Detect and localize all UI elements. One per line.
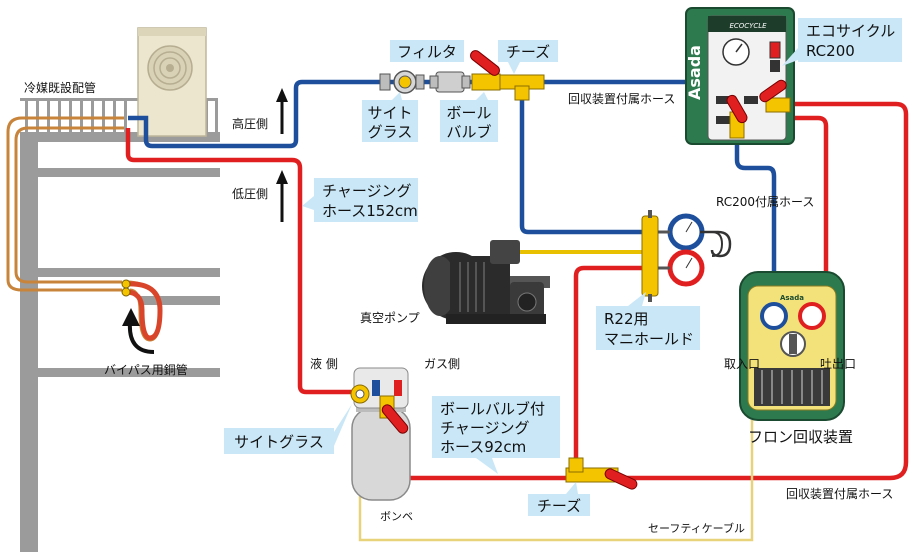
callout-manifold: R22用 マニホールド [596,292,700,350]
callout-ball-valve-text-2: バルブ [446,123,491,141]
recovery-unit-brand-text: Asada [780,294,804,302]
bypass-arrow-icon [122,308,155,354]
refrigerant-cylinder [350,367,411,501]
callout-ball-valve: ボール バルブ [440,92,498,142]
label-recovery-unit: フロン回収装置 [748,428,853,446]
safety-cable [358,420,754,542]
label-high-side: 高圧側 [232,116,268,131]
callout-filter-text: フィルタ [397,43,457,61]
label-recovery-hose-top: 回収装置付属ホース [568,92,675,106]
label-vacuum-pump: 真空ポンプ [360,311,420,325]
bypass-hose-loop [125,281,163,341]
callout-sight-glass-bottom-text: サイトグラス [234,433,324,451]
label-safety-cable: セーフティケーブル [648,521,745,535]
label-recovery-hose-bottom: 回収装置付属ホース [786,487,893,501]
callout-charging-hose-text-2: ホース152cm [322,202,418,220]
cylinder-valves [350,380,409,434]
callout-ballvalve-hose-text-1: ボールバルブ付 [440,400,545,418]
bypass-fitting-1 [121,279,131,289]
bypass-fitting-2 [121,287,131,297]
manifold-hook-icon [700,230,732,258]
vacuum-pump [422,240,550,324]
label-inlet: 取入口 [724,357,760,371]
label-low-side: 低圧側 [232,187,268,201]
callout-ecocycle-text-1: エコサイクル [806,22,895,40]
recovery-unit [739,271,845,421]
label-rc200-hose: RC200付属ホース [716,195,814,209]
callout-ballvalve-hose: ボールバルブ付 チャージング ホース92cm [432,396,560,474]
callout-sight-glass-top-text-2: グラス [368,123,413,141]
callout-sight-glass-top-text-1: サイト [367,104,412,122]
tee-top [499,74,545,101]
callout-ecocycle-text-2: RC200 [806,42,855,60]
label-existing-pipe: 冷媒既設配管 [24,80,96,95]
callout-charging-hose: チャージング ホース152cm [302,178,418,222]
callout-manifold-text-1: R22用 [604,310,649,328]
label-liquid-side: 液 側 [310,356,338,371]
outdoor-unit [137,27,207,137]
callout-sight-glass-top: サイト グラス [362,92,418,142]
label-gas-side: ガス側 [424,357,460,371]
label-cylinder: ボンベ [380,510,413,523]
tee-bottom [565,457,638,490]
callout-charging-hose-text-1: チャージング [322,182,412,200]
callout-sight-glass-bottom: サイトグラス [224,404,352,454]
rc200-valve-blue [726,94,748,139]
high-side-up-arrow-icon [276,88,288,134]
high-side-blue-hose [128,79,726,149]
svg-text:ECOCYCLE: ECOCYCLE [729,22,767,30]
outlet-red-hose [786,115,829,312]
manifold [641,210,724,302]
ecocycle-brand-text: Asada [685,45,704,100]
callout-tees-bottom-text: チーズ [537,497,581,515]
label-outlet: 吐出口 [820,357,856,371]
callout-ball-valve-text-1: ボール [446,104,491,122]
callout-ballvalve-hose-text-3: ホース92cm [440,438,526,456]
low-side-red-hose [125,128,354,395]
callout-manifold-text-2: マニホールド [604,330,694,348]
low-side-up-arrow-icon [276,170,288,222]
blue-hose-to-manifold [519,88,642,235]
callout-ecocycle: エコサイクル RC200 [782,18,902,66]
sight-glass-top [379,70,425,94]
ball-valve-top [470,50,501,91]
callout-tees-bottom: チーズ [528,482,590,516]
building-structure [20,98,220,552]
manifold-red-hose [573,265,652,470]
label-bypass-copper: バイパス用銅管 [104,362,188,377]
callout-filter: フィルタ [390,40,464,62]
callout-tees-top-text: チーズ [506,43,550,61]
rc200-blue-hose [734,138,777,312]
rc200-valve-red [759,79,791,113]
filter-body [429,71,471,93]
recovery-red-hose [640,101,909,481]
callout-ballvalve-hose-text-2: チャージング [440,419,530,437]
callout-tees-top: チーズ [498,40,558,74]
